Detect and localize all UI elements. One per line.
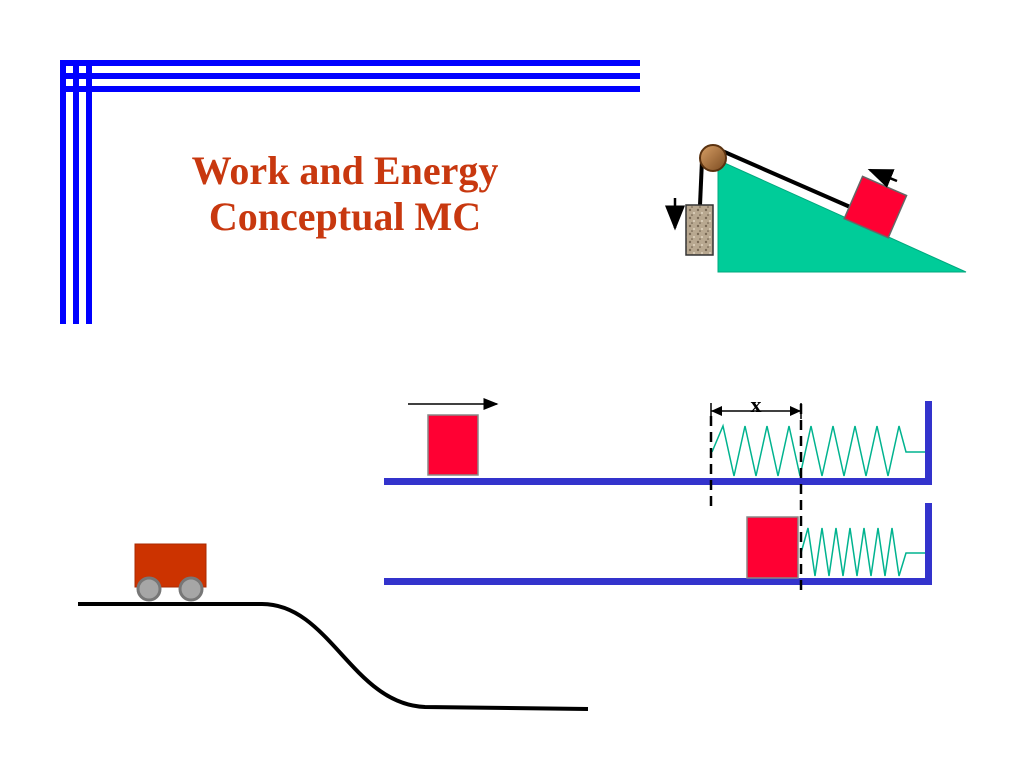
- wall-bottom: [925, 503, 932, 585]
- displacement-arrow-right-icon: [790, 406, 801, 416]
- pulley: [699, 144, 727, 172]
- frame-top-stripe-2: [60, 73, 640, 79]
- spring-diagram: x: [384, 392, 932, 590]
- frame-top-stripe-1: [60, 60, 640, 66]
- rope-incline: [719, 148, 858, 212]
- incline-pulley-diagram: [665, 144, 967, 273]
- track-bottom: [384, 578, 931, 585]
- wall-top: [925, 401, 932, 485]
- moving-block: [427, 414, 479, 476]
- up-incline-arrow-icon: [867, 168, 898, 188]
- frame-left-stripe-3: [86, 60, 92, 324]
- hanging-mass: [685, 204, 714, 256]
- title-line-1: Work and Energy: [191, 148, 499, 193]
- displacement-label: x: [751, 392, 762, 417]
- page-title: Work and Energy Conceptual MC: [120, 148, 570, 240]
- cart-wheel-left: [136, 576, 162, 602]
- curved-track: [78, 602, 589, 711]
- rope-hanging: [698, 159, 704, 206]
- track-top: [384, 478, 931, 485]
- compressing-block: [746, 516, 799, 579]
- corner-frame: [60, 60, 640, 324]
- spring-relaxed: [711, 423, 925, 477]
- displacement-arrow-left-icon: [711, 406, 722, 416]
- cart-wheel-right: [178, 576, 204, 602]
- frame-left-stripe-2: [73, 60, 79, 324]
- spring-compressed: [800, 527, 925, 577]
- incline-ramp: [717, 159, 967, 273]
- cart-track-diagram: [78, 543, 589, 711]
- frame-top-stripe-3: [60, 86, 640, 92]
- frame-left-stripe-1: [60, 60, 66, 324]
- title-line-2: Conceptual MC: [208, 194, 482, 239]
